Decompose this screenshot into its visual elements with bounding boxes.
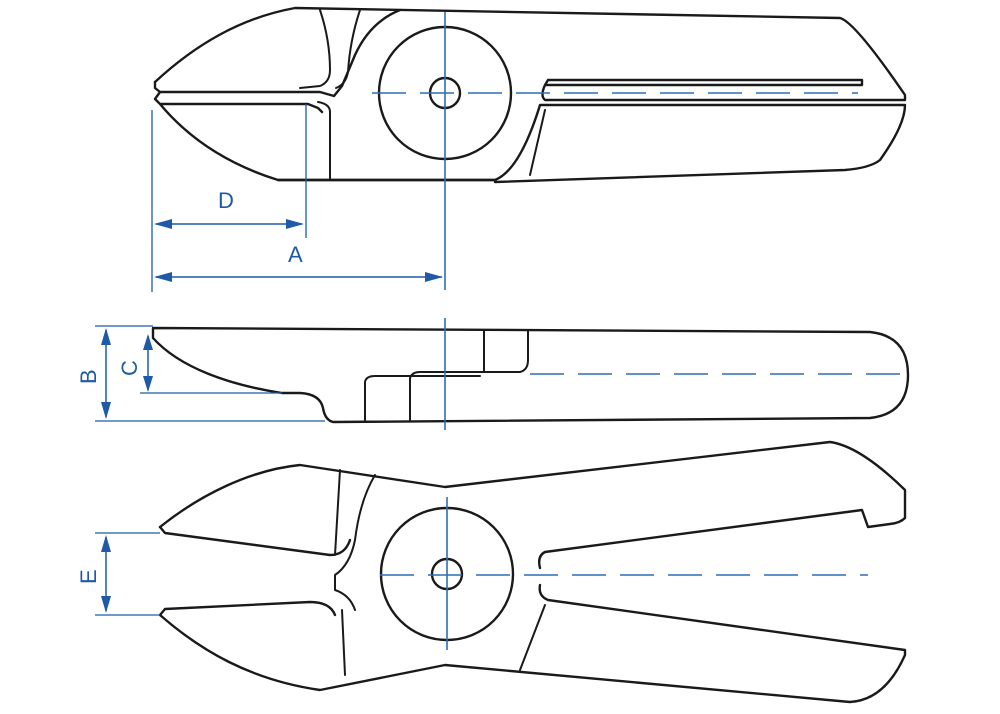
top-jaw-line-2 bbox=[335, 9, 361, 89]
bottom-upper-blade bbox=[158, 525, 352, 557]
top-jaw-line-3 bbox=[317, 101, 331, 181]
dimension-d: D bbox=[151, 104, 307, 292]
top-jaw-line-4 bbox=[529, 109, 546, 176]
top-upper-blade bbox=[153, 6, 907, 102]
dimension-c-label: C bbox=[117, 360, 142, 376]
side-step-1 bbox=[364, 375, 481, 421]
dimension-c: C bbox=[117, 334, 282, 394]
top-view bbox=[153, 6, 907, 290]
bottom-lower-jaw-line-1 bbox=[341, 609, 346, 676]
bottom-lower-jaw bbox=[158, 583, 907, 704]
top-body-outline bbox=[153, 8, 907, 184]
bottom-upper-jaw bbox=[158, 440, 907, 570]
dimension-b-label: B bbox=[76, 369, 101, 384]
bottom-lower-blade bbox=[158, 600, 337, 617]
dimension-a: A bbox=[154, 242, 443, 282]
dimension-e-label: E bbox=[76, 569, 101, 584]
bottom-lower-jaw-line-2 bbox=[519, 604, 546, 671]
dimension-a-label: A bbox=[288, 242, 303, 267]
bottom-upper-jaw-line-2 bbox=[334, 474, 376, 611]
side-step-2 bbox=[409, 329, 529, 421]
bottom-view bbox=[158, 440, 907, 704]
bottom-upper-jaw-line-1 bbox=[334, 469, 341, 556]
top-jaw-line-1 bbox=[299, 9, 331, 89]
side-view bbox=[151, 318, 910, 430]
dimension-b: B bbox=[76, 325, 325, 422]
dimension-d-label: D bbox=[218, 188, 234, 213]
side-body-outline bbox=[151, 326, 910, 424]
dimension-e: E bbox=[76, 532, 160, 616]
